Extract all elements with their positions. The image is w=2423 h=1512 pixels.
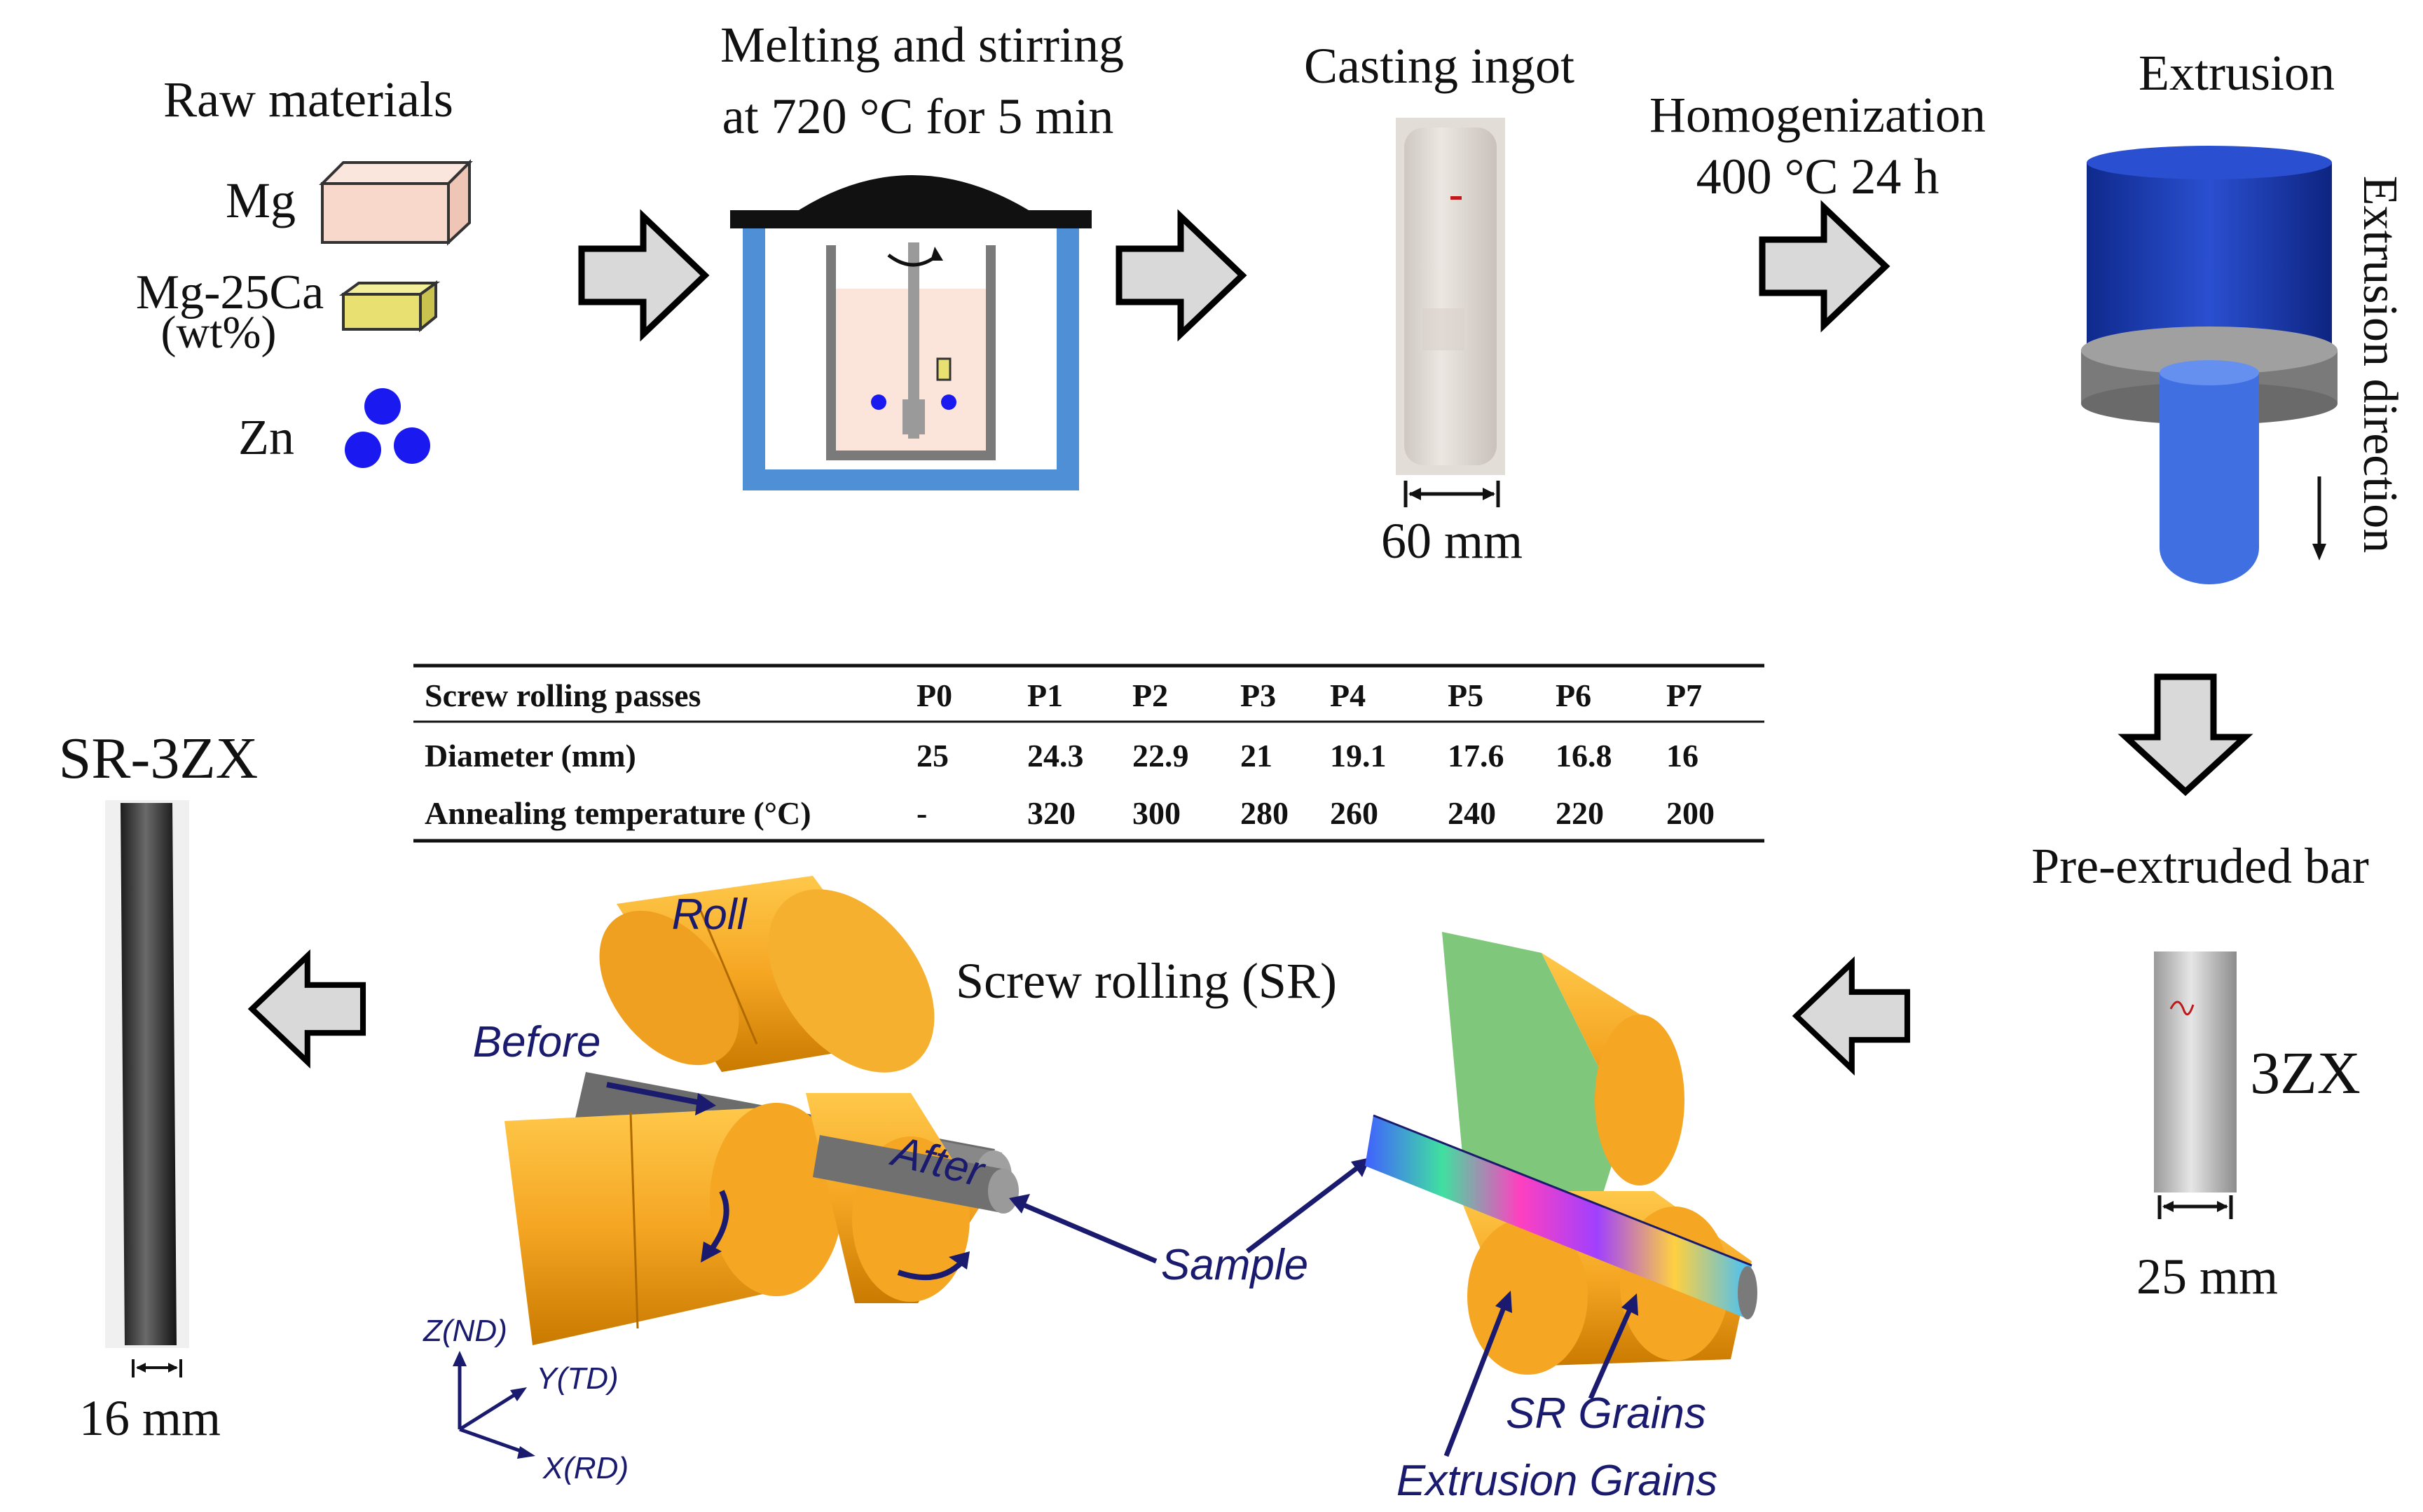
table-header-pass: P1 [1027, 678, 1063, 713]
before-label: Before [473, 1018, 601, 1066]
table-header-pass: P0 [917, 678, 952, 713]
rotation-arrow-left-roll [701, 1190, 729, 1263]
table-cell: 200 [1666, 795, 1715, 831]
casting-section: Casting ingot 60 mm [1304, 38, 1574, 569]
sample-pointer-arrows [1009, 1157, 1371, 1264]
roll-label: Roll [672, 891, 748, 939]
rotation-arrow-right-roll [897, 1251, 970, 1281]
sample-bar-end [988, 1169, 1019, 1214]
casting-ingot-photo [1396, 118, 1505, 475]
table-header-pass: P7 [1666, 678, 1702, 713]
arrow-to-screw-rolling [1797, 963, 1907, 1068]
table-cell: 24.3 [1027, 738, 1084, 774]
melting-line1: Melting and stirring [720, 17, 1124, 73]
table-cell: 16.8 [1556, 738, 1612, 774]
melting-section: Melting and stirring at 720 °C for 5 min [720, 17, 1124, 490]
extrusion-direction-label: Extrusion direction [2353, 176, 2407, 554]
arrow-to-pre-extruded [2117, 673, 2253, 797]
table-cell: 22.9 [1132, 738, 1189, 774]
table-header-pass: P6 [1556, 678, 1591, 713]
table-header-pass: P4 [1330, 678, 1366, 713]
pre-extruded-alloy-label: 3ZX [2250, 1039, 2361, 1106]
coordinate-axes [453, 1351, 535, 1459]
table-cell: 240 [1448, 795, 1496, 831]
table-cell: 16 [1666, 738, 1698, 774]
axis-z-label: Z(ND) [423, 1314, 507, 1348]
table-cell: 320 [1027, 795, 1076, 831]
extrusion-direction-arrow [2312, 476, 2326, 561]
zn-balls-icon [345, 388, 430, 468]
furnace-icon [730, 175, 1092, 490]
top-roll [599, 876, 935, 1073]
cutaway-roll-top [1442, 932, 1684, 1233]
arrow-to-sr-3zx [252, 956, 363, 1061]
table-cell: 280 [1240, 795, 1289, 831]
final-dimension-marker [132, 1359, 182, 1377]
zn-label: Zn [238, 409, 294, 465]
table-header-pass: P2 [1132, 678, 1168, 713]
table-row-label: Diameter (mm) [425, 738, 636, 774]
mgca-label: Mg-25Ca [136, 266, 324, 319]
extrusion-section: Extrusion Extrusion direction [2081, 45, 2407, 584]
table-row: Diameter (mm) 25 24.3 22.9 21 19.1 17.6 16.8 16 [425, 738, 1698, 774]
table-header-pass: P3 [1240, 678, 1276, 713]
arrow-to-casting [1119, 217, 1242, 334]
extrusion-die-icon [2081, 146, 2338, 584]
screw-rolling-left-schematic: Screw rolling (SR) Roll Before [423, 876, 1371, 1485]
mgca-wt-label: (wt%) [161, 307, 277, 358]
arrow-to-extrusion [1762, 207, 1886, 325]
grain-pointer-arrows [1443, 1291, 1638, 1457]
pre-extruded-section: Pre-extruded bar 3ZX 25 mm [2031, 838, 2369, 1305]
table-cell: 19.1 [1330, 738, 1387, 774]
sr-3zx-bar-photo [105, 800, 189, 1348]
axis-x-label: X(RD) [542, 1451, 629, 1485]
table-header-row: Screw rolling passes P0 P1 P2 P3 P4 P5 P6 P7 [425, 678, 1702, 713]
mg-label: Mg [226, 172, 296, 228]
extrusion-grains-label: Extrusion Grains [1396, 1457, 1717, 1505]
pre-extruded-dim-label: 25 mm [2136, 1249, 2278, 1305]
homogenization-section: Homogenization 400 °C 24 h [1649, 87, 1986, 205]
table-cell: 220 [1556, 795, 1604, 831]
screw-rolling-right-schematic: SR Grains Extrusion Grains [1365, 932, 1757, 1505]
mg-block-icon [319, 159, 473, 246]
pre-extruded-title: Pre-extruded bar [2031, 838, 2369, 894]
screw-rolling-table: Screw rolling passes P0 P1 P2 P3 P4 P5 P6 P7 Dia… [413, 664, 1764, 843]
raw-materials-title: Raw materials [163, 71, 453, 128]
table-cell: 17.6 [1448, 738, 1504, 774]
table-body: Diameter (mm) 25 24.3 22.9 21 19.1 17.6 16.8 16A… [425, 738, 1715, 831]
sample-label: Sample [1161, 1241, 1308, 1289]
mgca-block-icon [338, 280, 441, 333]
homog-line2: 400 °C 24 h [1696, 149, 1940, 205]
axis-y-label: Y(TD) [536, 1361, 618, 1396]
table-cell: 260 [1330, 795, 1378, 831]
extrusion-title: Extrusion [2139, 45, 2335, 101]
final-dim-label: 16 mm [79, 1390, 221, 1446]
table-cell: 300 [1132, 795, 1181, 831]
table-row: Annealing temperature (°C) - 320 300 280 260 2… [425, 795, 1715, 831]
table-header-label: Screw rolling passes [425, 678, 701, 713]
final-section: SR-3ZX 16 mm [59, 726, 259, 1446]
sr-grains-label: SR Grains [1506, 1389, 1706, 1438]
final-title: SR-3ZX [59, 726, 259, 791]
cutaway-grain-sample [1365, 1114, 1757, 1319]
table-cell: 21 [1240, 738, 1272, 774]
casting-dimension-marker [1403, 481, 1500, 507]
table-row-label: Annealing temperature (°C) [425, 795, 811, 831]
sample-bar-exit [813, 1135, 1009, 1212]
screw-rolling-title: Screw rolling (SR) [956, 953, 1337, 1009]
raw-materials-section: Raw materials Mg Mg-25Ca (wt%) Zn [136, 71, 473, 468]
table-cell: 25 [917, 738, 949, 774]
pre-extruded-dimension-marker [2157, 1195, 2233, 1219]
melting-line2: at 720 °C for 5 min [722, 88, 1114, 144]
homog-line1: Homogenization [1649, 87, 1986, 143]
pre-extruded-bar-photo [2154, 951, 2237, 1193]
arrow-to-melting [582, 217, 705, 334]
casting-dim-label: 60 mm [1381, 513, 1523, 569]
bottom-roll-left [504, 1103, 843, 1345]
feed-direction-arrow [606, 1082, 716, 1115]
casting-title: Casting ingot [1304, 38, 1574, 94]
table-header-pass: P5 [1448, 678, 1483, 713]
table-cell: - [917, 795, 927, 831]
